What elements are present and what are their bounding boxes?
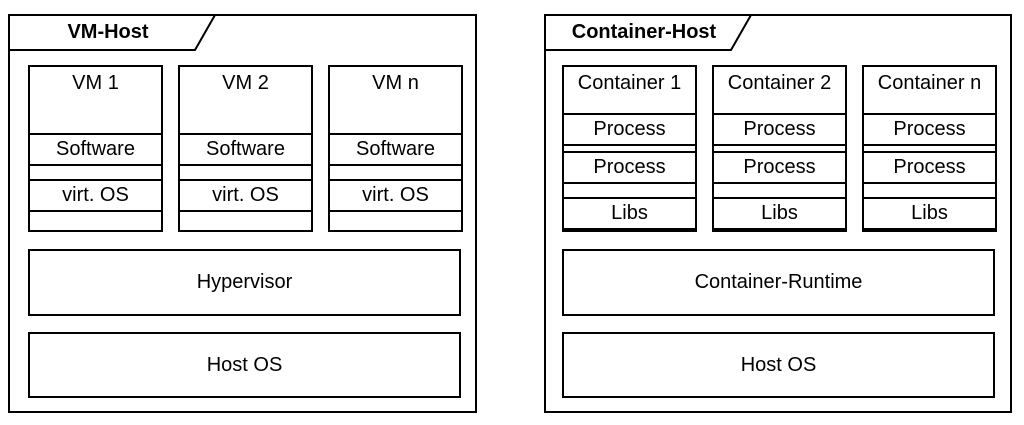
package-title: Container-Host [571,21,717,43]
container-stack-1: Container 1 Process Process Libs [562,65,697,232]
stack-row: Software [30,133,161,166]
container-stack-group: Container 1 Process Process Libs Contain… [562,65,997,232]
stack-title: Container n [877,72,982,94]
package-title: VM-Host [67,21,149,43]
container-stack-2: Container 2 Process Process Libs [712,65,847,232]
stack-row: Libs [864,197,995,230]
stack-row: Libs [564,197,695,230]
stack-spacer [864,184,995,197]
stack-title: VM 1 [72,72,119,94]
host-os-layer: Host OS [562,332,995,398]
vm-stack-2: VM 2 Software virt. OS [178,65,313,232]
stack-row: Process [864,113,995,146]
host-os-layer: Host OS [28,332,461,398]
stack-spacer [330,166,461,179]
stack-row: Process [564,113,695,146]
stack-spacer [564,184,695,197]
stack-row: Process [864,151,995,184]
stack-spacer [180,166,311,179]
stack-title: Container 1 [577,72,682,94]
stack-title: VM n [372,72,419,94]
package-container-host: Container-Host Container 1 Process Proce… [544,14,1012,413]
stack-row: Software [180,133,311,166]
vm-stack-group: VM 1 Software virt. OS VM 2 Software vir… [28,65,463,232]
stack-row: virt. OS [30,179,161,212]
package-vm-host: VM-Host VM 1 Software virt. OS VM 2 Soft… [8,14,477,413]
vm-stack-n: VM n Software virt. OS [328,65,463,232]
stack-row: Libs [714,197,845,230]
container-runtime-layer: Container-Runtime [562,249,995,316]
stack-title: Container 2 [727,72,832,94]
stack-row: Software [330,133,461,166]
stack-row: Process [714,113,845,146]
container-stack-n: Container n Process Process Libs [862,65,997,232]
stack-spacer [714,184,845,197]
stack-title: VM 2 [222,72,269,94]
stack-spacer [30,166,161,179]
vm-stack-1: VM 1 Software virt. OS [28,65,163,232]
stack-row: virt. OS [330,179,461,212]
stack-row: Process [714,151,845,184]
stack-row: virt. OS [180,179,311,212]
hypervisor-layer: Hypervisor [28,249,461,316]
stack-row: Process [564,151,695,184]
